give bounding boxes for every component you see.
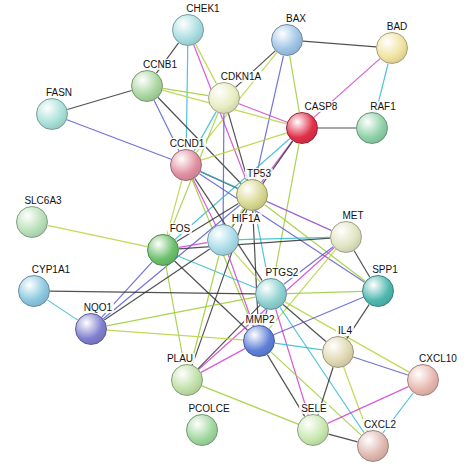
protein-node: SLC6A3 [16,206,48,238]
protein-node: FASN [36,98,68,130]
interaction-line [107,330,243,340]
interaction-line [199,174,364,282]
gene-label: CHEK1 [184,3,221,14]
gene-label: FOS [168,223,193,234]
interaction-line [287,291,362,293]
interaction-line [192,210,246,365]
interaction-line [48,225,148,246]
gene-label: SPP1 [370,264,400,275]
interaction-line [318,127,356,128]
interaction-line [239,237,330,239]
gene-label: FASN [44,87,74,98]
interaction-line [179,238,330,249]
protein-node: CXCL10 [407,364,439,396]
gene-label: CDKN1A [219,71,264,82]
interaction-line [267,202,332,231]
interaction-line [280,307,364,432]
protein-node: PLAU [171,364,203,396]
interaction-line [169,113,218,235]
gene-label: CYP1A1 [30,264,72,275]
protein-node: HIF1A [207,224,239,256]
interaction-line [47,300,77,320]
protein-node: TP53 [236,179,268,211]
interaction-line [50,291,255,294]
interaction-line [201,349,245,373]
interaction-line [193,179,216,225]
gene-label: SLC6A3 [22,195,63,206]
protein-node: NQO1 [75,313,107,345]
protein-node: PTGS2 [255,278,287,310]
protein-node: BAD [376,32,408,64]
protein-node: CCNB1 [131,70,163,102]
interaction-line [103,205,239,319]
protein-node: CASP8 [286,112,318,144]
gene-label: RAF1 [368,101,398,112]
gene-label: PTGS2 [264,267,301,278]
gene-label: SELE [299,403,329,414]
gene-label: BAX [284,13,308,24]
gene-label: CCNB1 [141,59,179,70]
gene-label: MMP2 [244,314,277,325]
gene-label: HIF1A [230,213,262,224]
protein-node: CDKN1A [208,82,240,114]
interaction-line [201,133,287,160]
interaction-line [303,41,376,47]
interaction-line [328,387,409,424]
protein-node: CYP1A1 [18,275,50,307]
interaction-line [239,104,287,123]
interaction-line [284,247,334,285]
gene-label: TP53 [245,168,273,179]
interaction-line [354,251,370,277]
interaction-line [234,252,261,282]
protein-node: CXCL2 [357,430,389,462]
protein-node: RAF1 [356,112,388,144]
protein-node: MMP2 [243,325,275,357]
protein-node: BAX [271,24,303,56]
gene-label: PLAU [165,353,195,364]
protein-node: FOS [147,234,179,266]
gene-label: PCOLCE [186,403,231,414]
interaction-line [290,56,300,112]
protein-node: MET [330,221,362,253]
gene-label: BAD [385,21,410,32]
gene-label: CCND1 [168,138,206,149]
interaction-line [285,302,409,372]
interaction-line [67,120,171,160]
gene-label: CASP8 [303,101,340,112]
protein-node: SELE [297,414,329,446]
interaction-line [223,114,225,224]
gene-label: NQO1 [82,302,114,313]
interaction-line [275,343,322,350]
protein-node: PCOLCE [186,414,218,446]
interaction-line [328,434,357,442]
interaction-line [166,266,184,365]
gene-label: IL4 [336,325,354,336]
gene-label: MET [340,210,365,221]
interaction-line [199,248,334,370]
protein-node: CHEK1 [172,14,204,46]
interaction-line [353,357,408,375]
gene-label: CXCL10 [417,353,459,364]
interaction-line [283,304,326,341]
protein-node: SPP1 [362,275,394,307]
interaction-line [191,255,219,364]
protein-node: CCND1 [170,149,202,181]
interaction-line [178,256,256,288]
protein-node: IL4 [322,336,354,368]
interaction-line [175,261,248,330]
interaction-line [107,297,256,326]
gene-label: CXCL2 [362,419,398,430]
interaction-line [67,91,131,110]
